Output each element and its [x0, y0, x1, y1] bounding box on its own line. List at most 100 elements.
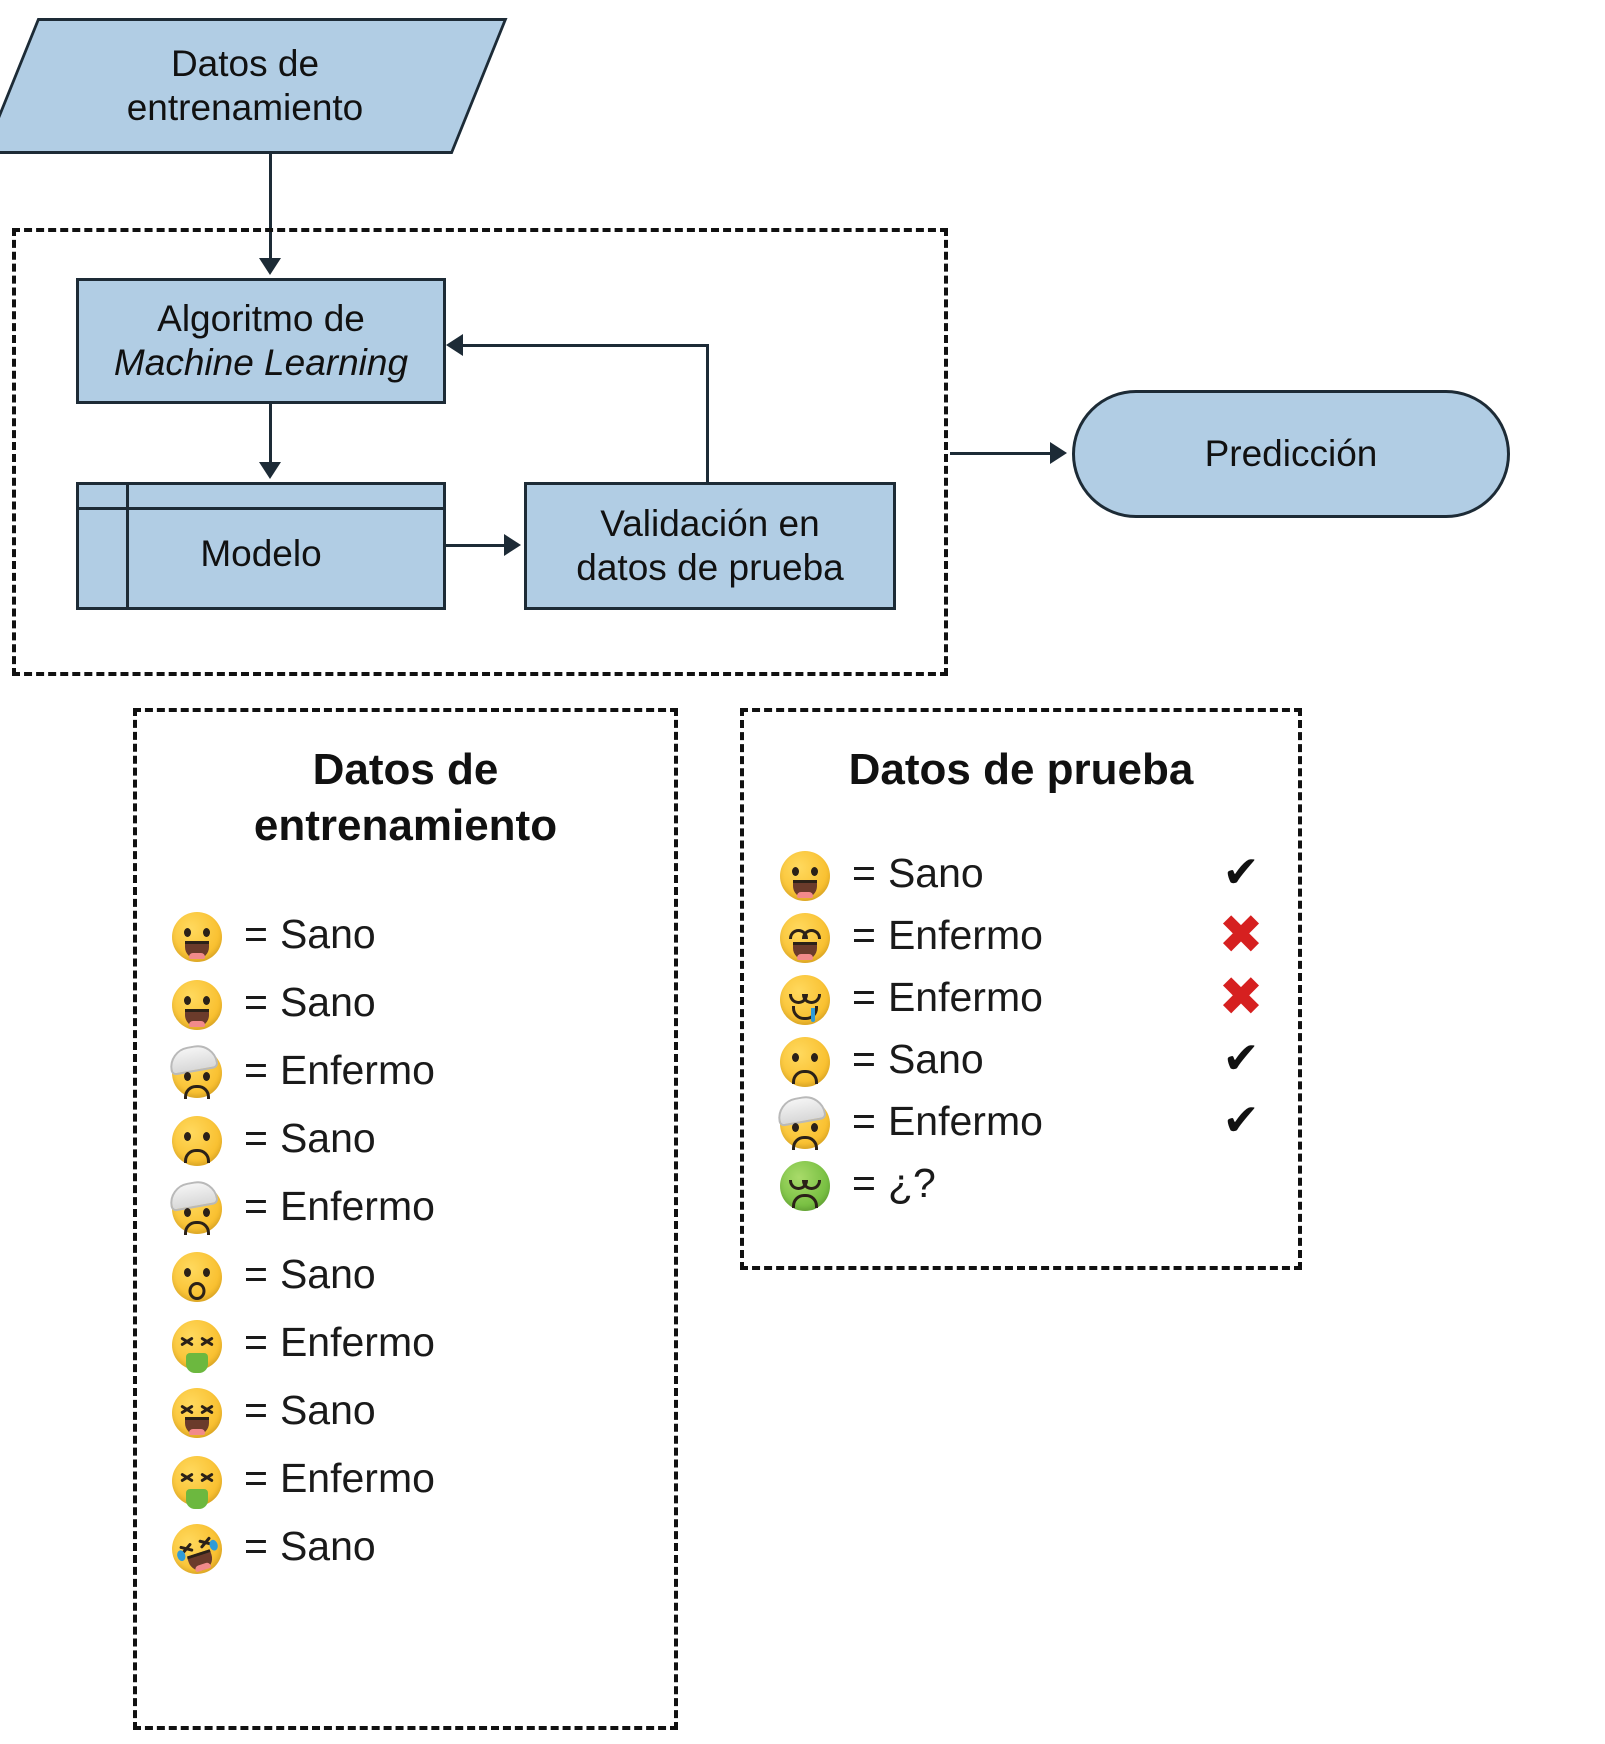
- legend-row-label: Sano: [279, 1386, 376, 1433]
- arrowhead-model-to-validation: [504, 534, 521, 556]
- model-table-column-rule: [126, 485, 129, 607]
- vomiting-face-icon: [168, 1449, 226, 1509]
- legend-row-label: Sano: [887, 849, 984, 896]
- legend-row-label: Sano: [279, 910, 376, 957]
- check-icon: ✔: [1222, 1033, 1260, 1084]
- legend-row: =Sano ✔: [776, 1028, 1276, 1090]
- equals-sign: =: [244, 1522, 268, 1569]
- legend-row: =Sano: [168, 1376, 648, 1444]
- vomiting-face-icon: [168, 1313, 226, 1373]
- prediction-label: Predicción: [1204, 433, 1378, 475]
- grinning-smiling-eyes-face-icon: [776, 906, 834, 964]
- validation-box: Validación en datos de prueba: [524, 482, 896, 610]
- algorithm-box: Algoritmo de Machine Learning: [76, 278, 446, 404]
- equals-sign: =: [244, 1454, 268, 1501]
- connector-to-prediction: [950, 452, 1054, 455]
- training-data-input-label: Datos de entrenamiento: [10, 42, 480, 131]
- equals-sign: =: [852, 1159, 876, 1206]
- connector-algorithm-to-model: [269, 404, 272, 466]
- legend-row-label: Enfermo: [887, 911, 1043, 958]
- frowning-face-icon: [168, 1109, 226, 1167]
- prediction-shape: Predicción: [1072, 390, 1510, 518]
- grinning-face-icon: [168, 973, 226, 1031]
- legend-row: =Sano: [165, 1512, 648, 1581]
- connector-input-to-algorithm: [269, 152, 272, 262]
- grinning-face-icon: [168, 905, 226, 963]
- legend-row: =¿?: [776, 1152, 1276, 1214]
- equals-sign: =: [244, 1386, 268, 1433]
- equals-sign: =: [244, 910, 268, 957]
- check-icon: ✔: [1222, 1095, 1260, 1146]
- equals-sign: =: [244, 1318, 268, 1365]
- legend-row: =Sano: [168, 900, 648, 968]
- training-panel-title-line2: entrenamiento: [253, 801, 558, 851]
- algorithm-line1: Algoritmo de: [157, 298, 365, 340]
- test-data-panel: [740, 708, 1302, 1270]
- legend-row: =Enfermo: [167, 1036, 648, 1104]
- drooling-face-icon: [776, 968, 834, 1026]
- connector-feedback-vertical: [706, 344, 709, 484]
- equals-sign: =: [852, 849, 876, 896]
- whistling-face-icon: [168, 1245, 226, 1303]
- arrowhead-input-to-algorithm: [259, 258, 281, 275]
- legend-row-label: Sano: [279, 978, 376, 1025]
- laughing-squint-face-icon: [168, 1381, 226, 1439]
- grinning-face-icon: [776, 844, 834, 902]
- head-bandage-face-icon: [775, 1092, 834, 1150]
- legend-row-label: Sano: [279, 1114, 376, 1161]
- rolling-on-floor-laughing-face-icon: [165, 1516, 229, 1581]
- training-panel-title: Datos de entrenamiento: [133, 742, 678, 855]
- training-data-panel: [133, 708, 678, 1730]
- legend-row: =Enfermo ✖: [776, 904, 1276, 966]
- connector-model-to-validation: [446, 544, 508, 547]
- equals-sign: =: [244, 978, 268, 1025]
- legend-row: =Enfermo: [168, 1308, 648, 1376]
- legend-row: =Sano ✔: [776, 842, 1276, 904]
- frowning-face-icon: [776, 1030, 834, 1088]
- legend-row-label: Sano: [887, 1035, 984, 1082]
- legend-row-label: Enfermo: [279, 1318, 435, 1365]
- equals-sign: =: [244, 1250, 268, 1297]
- connector-feedback-horizontal: [462, 344, 709, 347]
- legend-row: =Sano: [168, 1240, 648, 1308]
- validation-line1: Validación en: [600, 503, 820, 545]
- equals-sign: =: [852, 911, 876, 958]
- legend-row: =Sano: [168, 968, 648, 1036]
- legend-row-label: Enfermo: [279, 1454, 435, 1501]
- legend-row: =Sano: [168, 1104, 648, 1172]
- equals-sign: =: [852, 1035, 876, 1082]
- validation-line2: datos de prueba: [576, 547, 844, 588]
- legend-row-label: Sano: [279, 1522, 376, 1569]
- equals-sign: =: [852, 1097, 876, 1144]
- model-box: Modelo: [76, 482, 446, 610]
- equals-sign: =: [244, 1182, 268, 1229]
- test-legend-list: =Sano✔=Enfermo✖=Enfermo✖=Sano✔=Enfermo✔=…: [775, 842, 1276, 1214]
- model-table-header-rule: [79, 507, 443, 510]
- training-input-line1: Datos de: [170, 42, 320, 84]
- arrowhead-to-prediction: [1050, 442, 1067, 464]
- legend-row-label: Enfermo: [279, 1046, 435, 1093]
- training-data-input-shape: Datos de entrenamiento: [0, 18, 508, 154]
- nauseated-green-face-icon: [776, 1154, 834, 1212]
- legend-row-label: ¿?: [887, 1159, 936, 1206]
- model-label: Modelo: [200, 533, 322, 575]
- training-legend-list: =Sano=Sano=Enfermo=Sano=Enfermo=Sano=Enf…: [165, 900, 648, 1581]
- legend-row-label: Sano: [279, 1250, 376, 1297]
- equals-sign: =: [244, 1114, 268, 1161]
- training-phase-region: [12, 228, 948, 676]
- legend-row-label: Enfermo: [887, 973, 1043, 1020]
- arrowhead-algorithm-to-model: [259, 462, 281, 479]
- equals-sign: =: [244, 1046, 268, 1093]
- test-panel-title: Datos de prueba: [848, 745, 1194, 794]
- head-bandage-face-icon: [167, 1041, 226, 1099]
- check-icon: ✔: [1222, 847, 1260, 898]
- cross-icon: ✖: [1218, 903, 1264, 966]
- cross-icon: ✖: [1218, 965, 1264, 1028]
- equals-sign: =: [852, 973, 876, 1020]
- head-bandage-face-icon: [167, 1177, 226, 1235]
- training-input-line2: entrenamiento: [126, 87, 364, 128]
- arrowhead-feedback-to-algorithm: [446, 334, 463, 356]
- legend-row: =Enfermo✔: [775, 1090, 1276, 1152]
- legend-row-label: Enfermo: [279, 1182, 435, 1229]
- legend-row: =Enfermo: [167, 1172, 648, 1240]
